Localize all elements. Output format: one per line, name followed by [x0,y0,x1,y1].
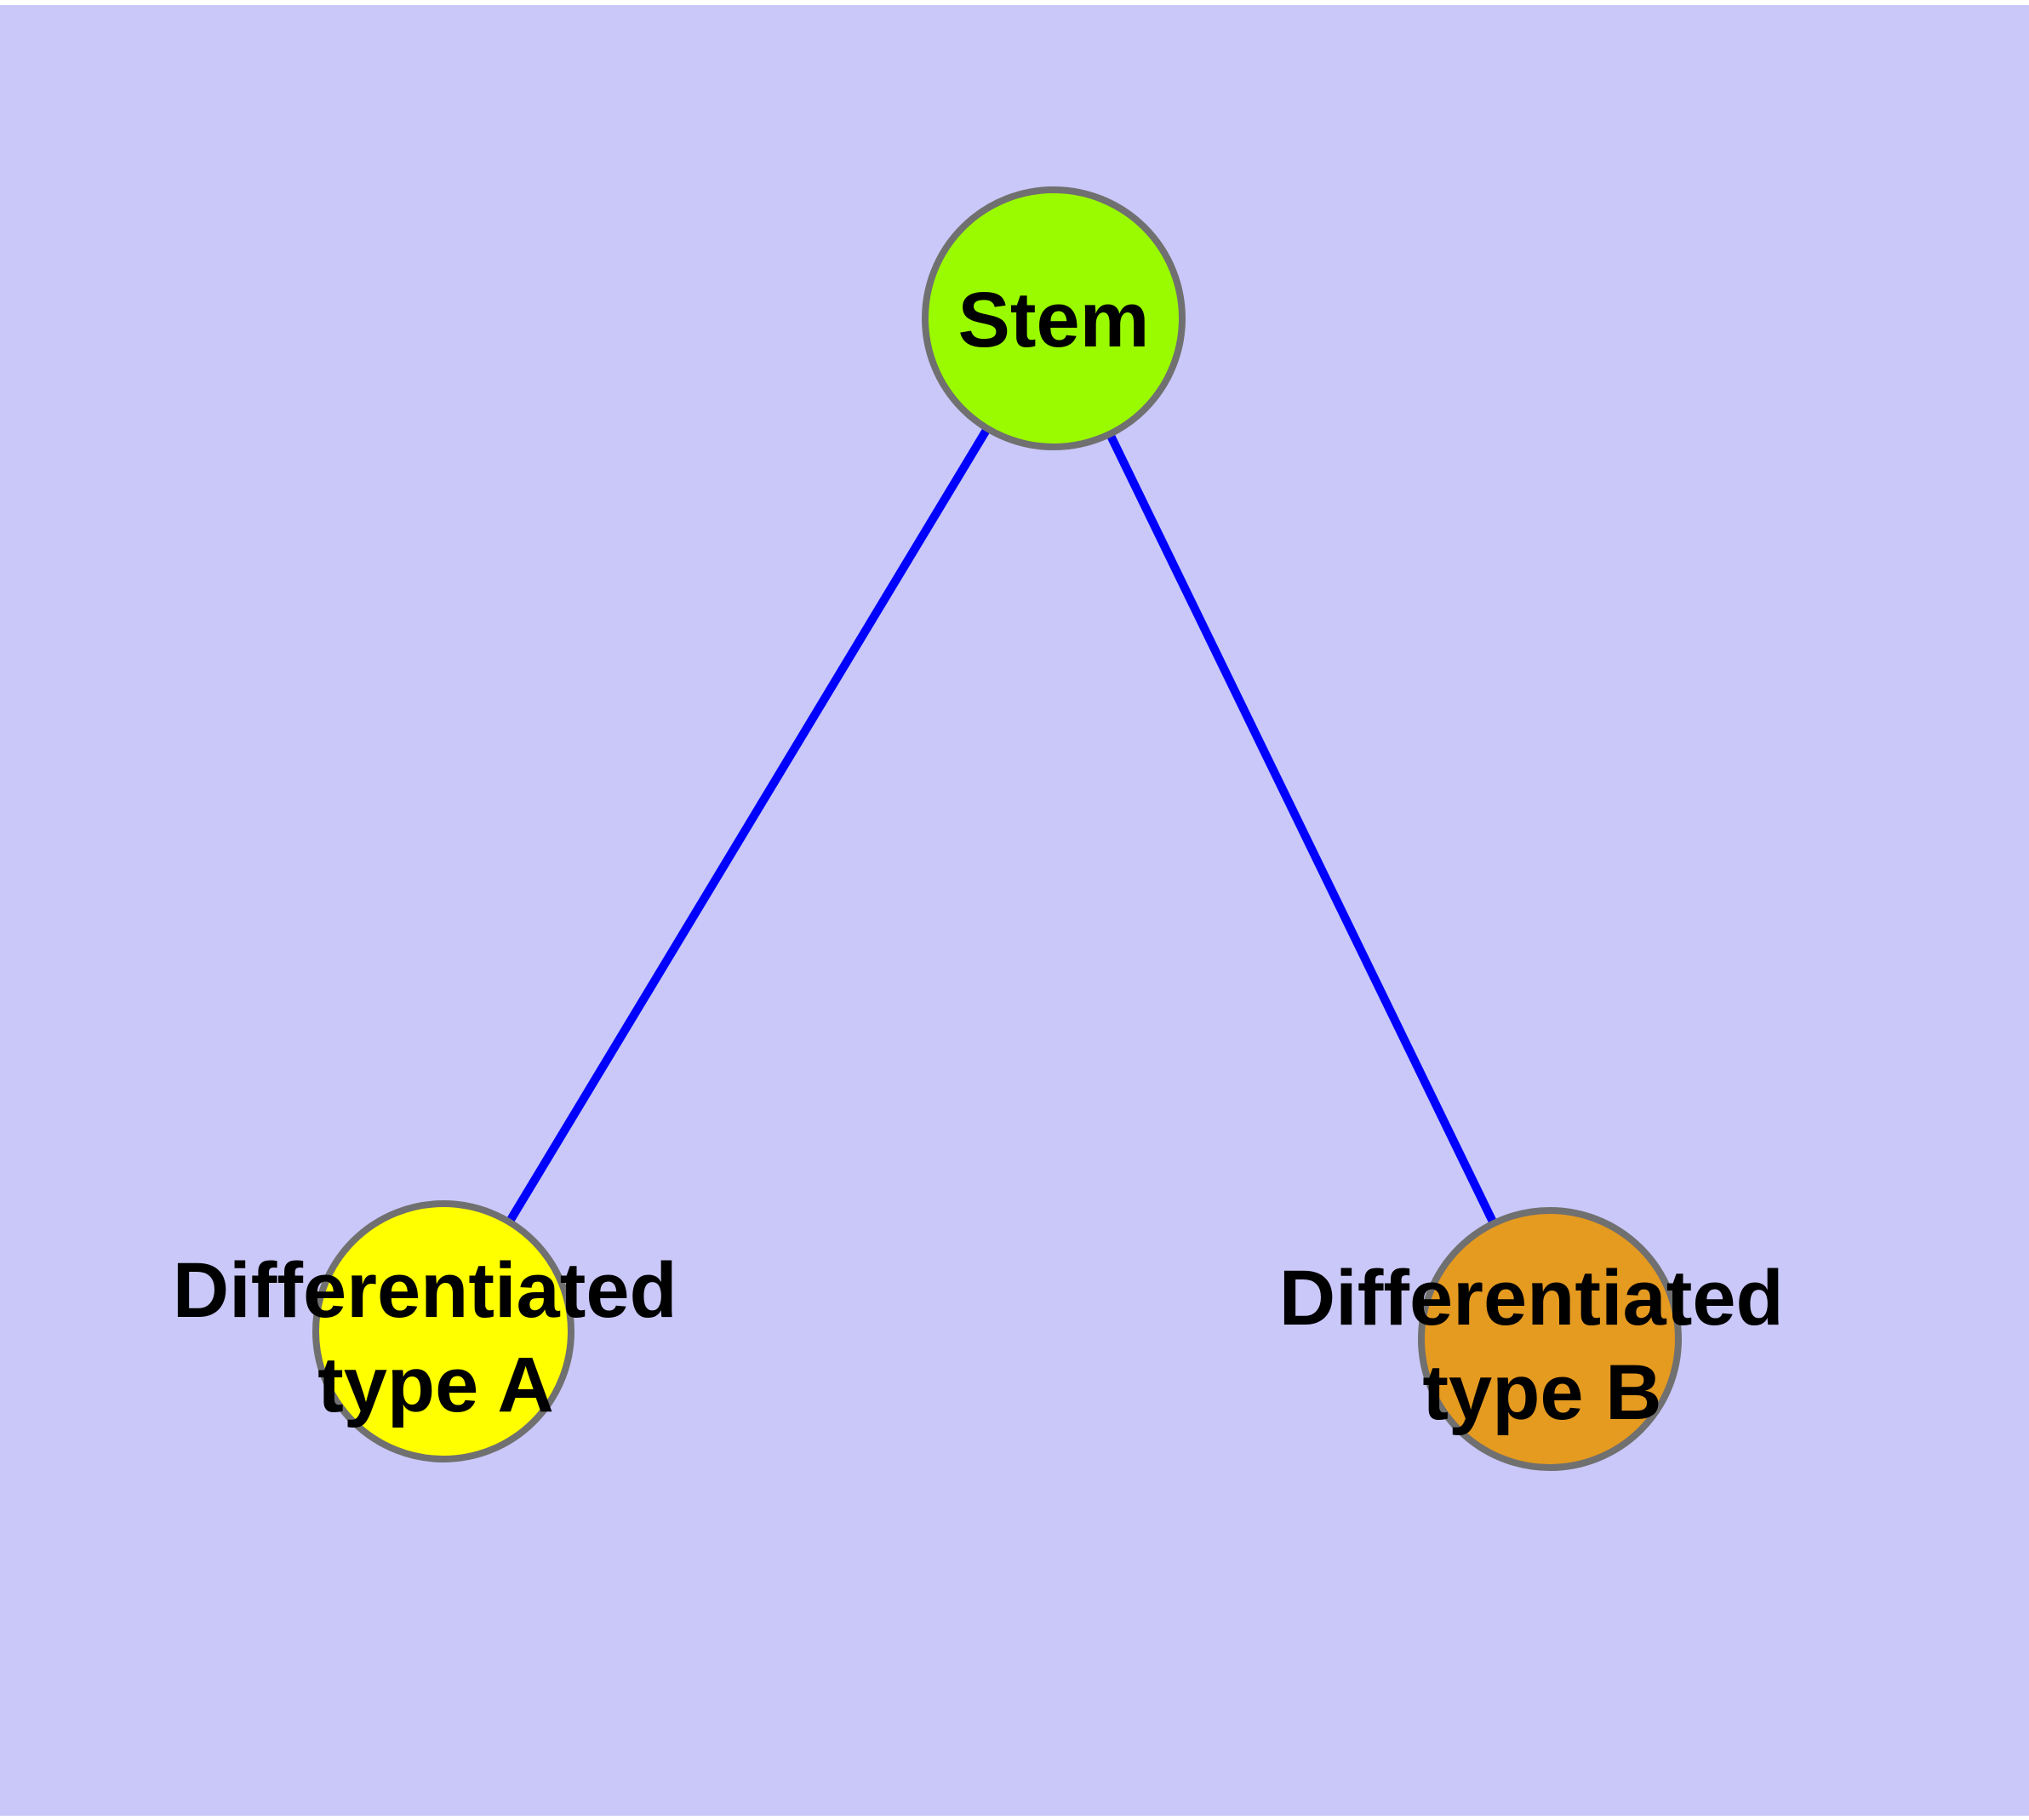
stem-node-circle [922,186,1186,450]
type-b-node-label: Differentiated type B [1279,1255,1806,1436]
node-stem: Stem [922,186,1186,450]
type-a-label-line1: Differentiated [173,1247,677,1334]
type-b-node-circle [1418,1207,1682,1471]
edges [439,316,1554,1342]
edge-stem-to-type-b [1049,316,1554,1342]
type-a-label-line2: type A [317,1342,554,1428]
type-a-node-label: Differentiated type A [173,1247,700,1428]
type-b-label-line2: type B [1422,1349,1661,1436]
edge-stem-to-type-a [439,316,1058,1334]
node-differentiated-type-a: Differentiated type A [173,1200,700,1462]
stem-node-label: Stem [958,277,1150,363]
type-a-node-circle [312,1200,574,1462]
type-b-label-line1: Differentiated [1279,1255,1784,1342]
node-differentiated-type-b: Differentiated type B [1279,1207,1806,1471]
